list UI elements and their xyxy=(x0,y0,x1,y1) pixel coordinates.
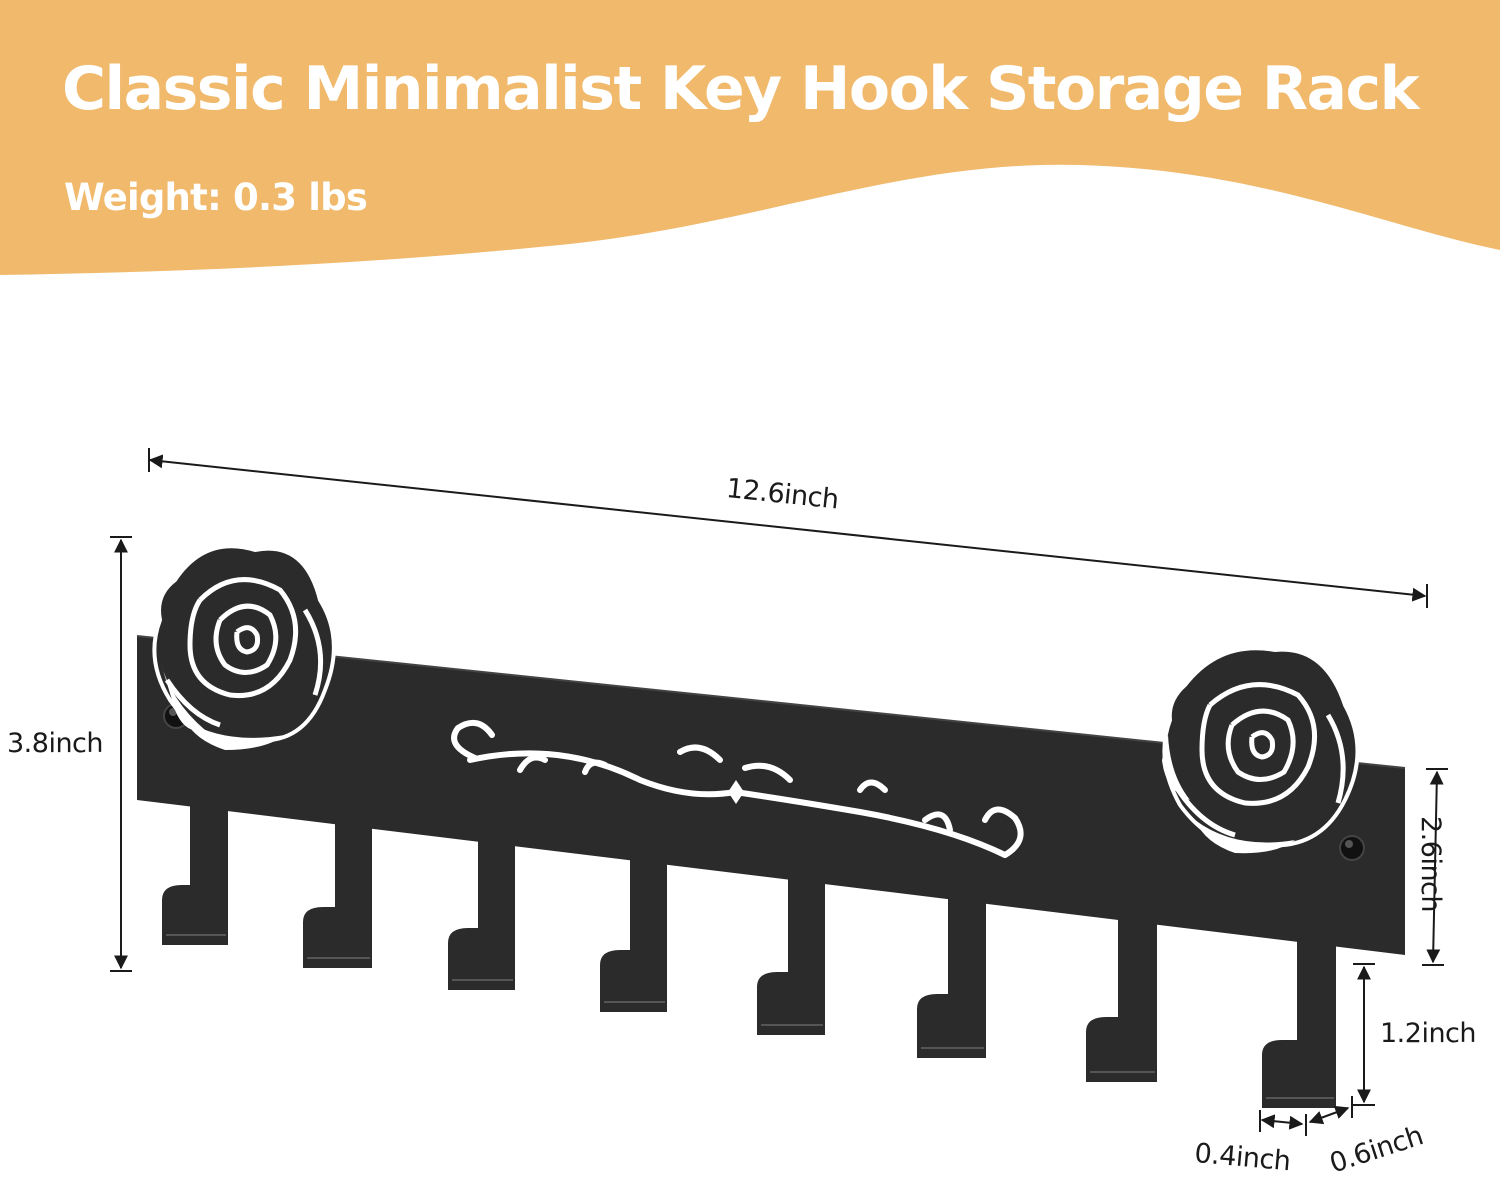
scroll-ornament xyxy=(451,719,1024,858)
hooks xyxy=(162,800,1336,1108)
weight-label: Weight: 0.3 lbs xyxy=(64,176,368,219)
dimension-lines xyxy=(110,448,1448,1136)
hook-1 xyxy=(162,800,228,945)
page-title: Classic Minimalist Key Hook Storage Rack xyxy=(62,54,1419,124)
rose-right xyxy=(1162,646,1360,854)
dimension-panel-height-label: 2.6inch xyxy=(1415,816,1446,913)
hook-3 xyxy=(448,820,515,990)
hook-6 xyxy=(917,850,986,1058)
hook-2 xyxy=(303,810,372,968)
hook-4 xyxy=(600,830,667,1012)
dimension-height-label: 3.8inch xyxy=(7,728,104,759)
header-banner xyxy=(0,0,1500,275)
hook-5 xyxy=(757,840,825,1035)
dimension-hook-length-label: 1.2inch xyxy=(1380,1018,1477,1049)
screw-right xyxy=(1339,835,1365,861)
rose-left xyxy=(152,544,336,750)
